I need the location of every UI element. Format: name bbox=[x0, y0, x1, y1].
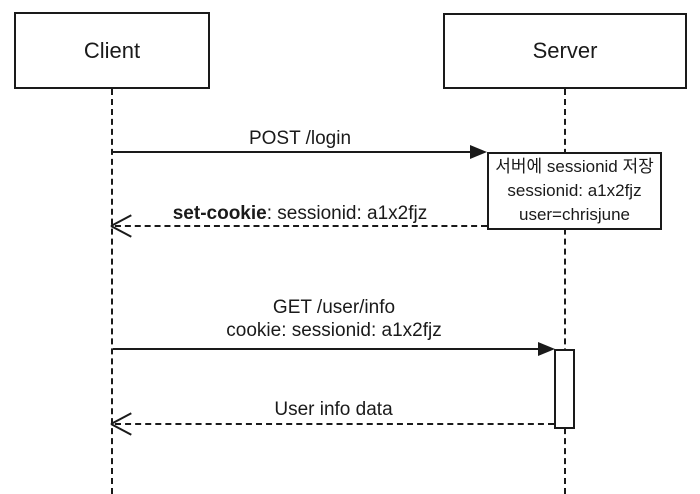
message-line-post-login bbox=[113, 151, 471, 153]
arrowhead-arm bbox=[110, 423, 132, 436]
actor-client-box: Client bbox=[14, 12, 210, 89]
message-label-user-info-data: User info data bbox=[274, 399, 393, 420]
message-label-get-user-info: GET /user/info cookie: sessionid: a1x2fj… bbox=[113, 296, 555, 342]
server-lifeline bbox=[564, 89, 566, 494]
client-lifeline bbox=[111, 89, 113, 494]
message-line-set-cookie bbox=[115, 225, 487, 227]
note-line-1: 서버에 sessionid 저장 bbox=[495, 157, 654, 176]
message-label-set-cookie: set-cookie: sessionid: a1x2fjz bbox=[113, 202, 487, 225]
arrowhead-arm bbox=[110, 225, 132, 238]
set-cookie-rest-text: : sessionid: a1x2fjz bbox=[266, 203, 428, 224]
note-line-2: sessionid: a1x2fjz bbox=[507, 181, 642, 200]
message-label-post-login: POST /login bbox=[248, 128, 352, 149]
note-line-3: user=chrisjune bbox=[518, 205, 631, 224]
set-cookie-bold-text: set-cookie bbox=[172, 203, 267, 224]
filled-arrowhead-right-icon bbox=[470, 145, 487, 159]
message-line-get-user-info bbox=[113, 348, 538, 350]
server-note-box: 서버에 sessionid 저장 sessionid: a1x2fjz user… bbox=[487, 152, 662, 230]
actor-server-label: Server bbox=[532, 38, 598, 63]
filled-arrowhead-right-icon bbox=[538, 342, 555, 356]
get-request-line-1: GET /user/info bbox=[272, 297, 396, 318]
get-request-line-2: cookie: sessionid: a1x2fjz bbox=[226, 320, 442, 341]
server-activation-bar bbox=[554, 349, 575, 429]
actor-client-label: Client bbox=[83, 37, 141, 63]
actor-server-box: Server bbox=[443, 13, 687, 89]
message-line-user-info-data bbox=[115, 423, 554, 425]
